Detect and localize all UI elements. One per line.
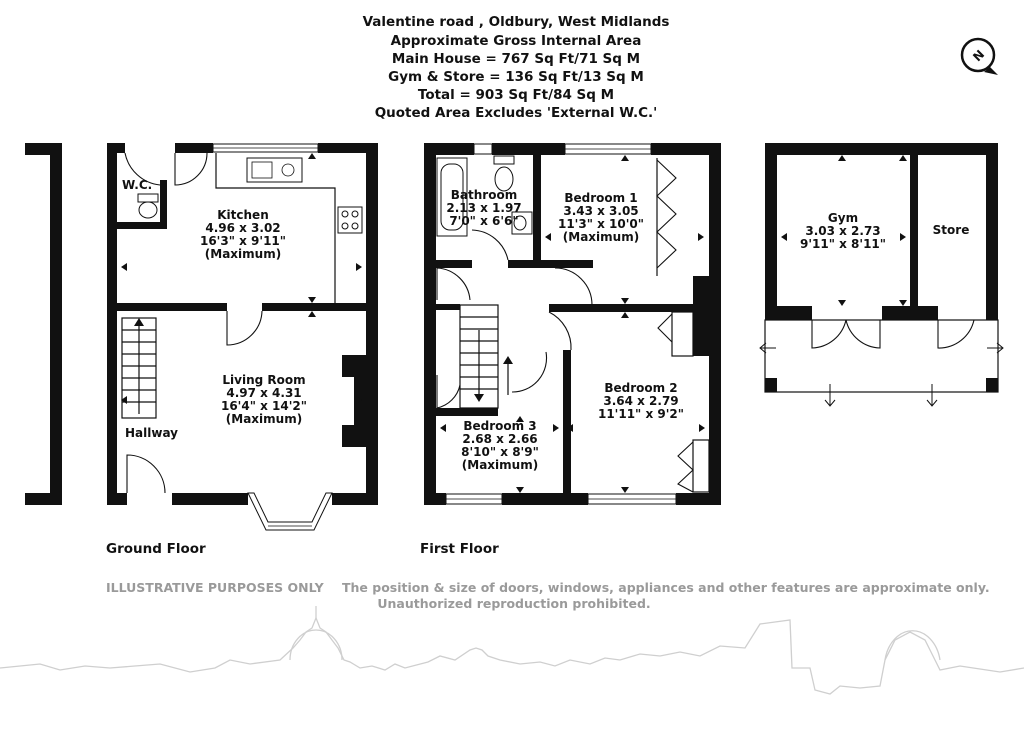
svg-text:3.64 x 2.79: 3.64 x 2.79 xyxy=(603,394,678,408)
gym-label: Gym 3.03 x 2.73 9'11" x 8'11" xyxy=(800,211,886,251)
ground-floor-label: Ground Floor xyxy=(106,541,206,557)
svg-text:(Maximum): (Maximum) xyxy=(226,412,302,426)
svg-text:Bedroom 3: Bedroom 3 xyxy=(463,419,536,433)
area-title: Approximate Gross Internal Area xyxy=(391,33,642,49)
bathroom-window xyxy=(473,143,493,155)
bathroom-door[interactable] xyxy=(471,229,509,261)
basin-icon xyxy=(511,211,533,235)
svg-text:16'3" x 9'11": 16'3" x 9'11" xyxy=(200,234,286,248)
bedroom3-door[interactable] xyxy=(511,351,548,393)
first-floor-label: First Floor xyxy=(420,541,499,557)
kitchen-door[interactable] xyxy=(226,310,263,346)
outbuilding-plan: Gym 3.03 x 2.73 9'11" x 8'11" Store xyxy=(759,143,1004,407)
disclaimer-text: The position & size of doors, windows, a… xyxy=(342,580,990,595)
store-door[interactable] xyxy=(937,319,975,349)
ground-stairs xyxy=(121,317,157,419)
skyline-decoration xyxy=(0,606,1024,695)
gym-store-area: Gym & Store = 136 Sq Ft/13 Sq M xyxy=(388,69,644,85)
svg-text:(Maximum): (Maximum) xyxy=(462,458,538,472)
hob-icon xyxy=(337,206,363,234)
main-house-area: Main House = 767 Sq Ft/71 Sq M xyxy=(392,51,640,67)
bedroom2-label: Bedroom 2 3.64 x 2.79 11'11" x 9'2" xyxy=(598,381,684,421)
bay-window xyxy=(247,492,333,531)
store-label: Store xyxy=(933,223,970,237)
svg-text:(Maximum): (Maximum) xyxy=(205,247,281,261)
svg-text:7'0" x 6'6": 7'0" x 6'6" xyxy=(449,214,518,228)
cupboard-door[interactable] xyxy=(436,267,471,301)
ground-west-wall xyxy=(107,143,117,505)
wc-label: W.C. xyxy=(122,178,152,192)
svg-text:Living Room: Living Room xyxy=(222,373,305,387)
disclaimer: ILLUSTRATIVE PURPOSES ONLY The position … xyxy=(106,580,990,611)
svg-text:3.43 x 3.05: 3.43 x 3.05 xyxy=(563,204,638,218)
svg-text:Bedroom 1: Bedroom 1 xyxy=(564,191,637,205)
svg-text:16'4" x 14'2": 16'4" x 14'2" xyxy=(221,399,307,413)
svg-text:Kitchen: Kitchen xyxy=(217,208,269,222)
ground-east-wall xyxy=(366,143,378,505)
svg-text:2.68 x 2.66: 2.68 x 2.66 xyxy=(462,432,537,446)
svg-text:8'10" x 8'9": 8'10" x 8'9" xyxy=(461,445,539,459)
svg-text:2.13 x 1.97: 2.13 x 1.97 xyxy=(446,201,521,215)
gym-double-doors[interactable] xyxy=(811,319,881,349)
bedroom1-door[interactable] xyxy=(541,267,593,306)
first-floor-stairs xyxy=(459,304,513,409)
svg-text:3.03 x 2.73: 3.03 x 2.73 xyxy=(805,224,880,238)
bedroom3-label: Bedroom 3 2.68 x 2.66 8'10" x 8'9" (Maxi… xyxy=(461,419,539,472)
living-room-label: Living Room 4.97 x 4.31 16'4" x 14'2" (M… xyxy=(221,373,307,426)
total-area: Total = 903 Sq Ft/84 Sq M xyxy=(418,87,614,103)
address-title: Valentine road , Oldbury, West Midlands xyxy=(363,14,670,30)
svg-text:11'3" x 10'0": 11'3" x 10'0" xyxy=(558,217,644,231)
hallway-label: Hallway xyxy=(125,426,178,440)
first-west-wall xyxy=(424,143,436,505)
svg-text:4.96 x 3.02: 4.96 x 3.02 xyxy=(205,221,280,235)
svg-text:Bedroom 2: Bedroom 2 xyxy=(604,381,677,395)
bedroom1-label: Bedroom 1 3.43 x 3.05 11'3" x 10'0" (Max… xyxy=(558,191,644,244)
svg-text:(Maximum): (Maximum) xyxy=(563,230,639,244)
wc-door[interactable] xyxy=(124,152,161,186)
bath-icon xyxy=(436,157,468,237)
kitchen-back-door[interactable] xyxy=(174,152,208,186)
bedroom-partition xyxy=(563,350,571,505)
bedroom2-wardrobe xyxy=(692,439,710,493)
front-door[interactable] xyxy=(126,454,166,494)
ground-floor-plan: W.C. Kitchen 4.96 x 3.02 16'3" x 9'11" (… xyxy=(25,143,378,557)
svg-text:9'11" x 8'11": 9'11" x 8'11" xyxy=(800,237,886,251)
svg-text:11'11" x 9'2": 11'11" x 9'2" xyxy=(598,407,684,421)
first-floor-plan: Bathroom 2.13 x 1.97 7'0" x 6'6" Bedroom… xyxy=(420,143,721,557)
kitchen-worktop xyxy=(215,153,336,303)
svg-text:4.97 x 4.31: 4.97 x 4.31 xyxy=(226,386,301,400)
svg-text:Bathroom: Bathroom xyxy=(451,188,517,202)
first-east-wall xyxy=(709,143,721,505)
disclaimer-line2: Unauthorized reproduction prohibited. xyxy=(377,596,650,611)
bathroom-label: Bathroom 2.13 x 1.97 7'0" x 6'6" xyxy=(446,188,521,228)
wc-toilet-icon xyxy=(137,193,159,219)
svg-text:Gym: Gym xyxy=(828,211,858,225)
bedroom2-door[interactable] xyxy=(548,311,572,351)
covered-area xyxy=(764,319,999,393)
area-note: Quoted Area Excludes 'External W.C.' xyxy=(375,105,658,121)
bathroom-toilet-icon xyxy=(493,155,515,192)
north-arrow-icon: N xyxy=(960,37,998,75)
header: Valentine road , Oldbury, West Midlands … xyxy=(363,14,670,121)
kitchen-living-wall xyxy=(117,303,227,311)
chimney-breast xyxy=(342,355,366,377)
disclaimer-bold: ILLUSTRATIVE PURPOSES ONLY xyxy=(106,580,325,595)
compass-letter: N xyxy=(970,47,987,64)
kitchen-label: Kitchen 4.96 x 3.02 16'3" x 9'11" (Maxim… xyxy=(200,208,286,261)
bedroom2-cupboard xyxy=(671,311,694,357)
